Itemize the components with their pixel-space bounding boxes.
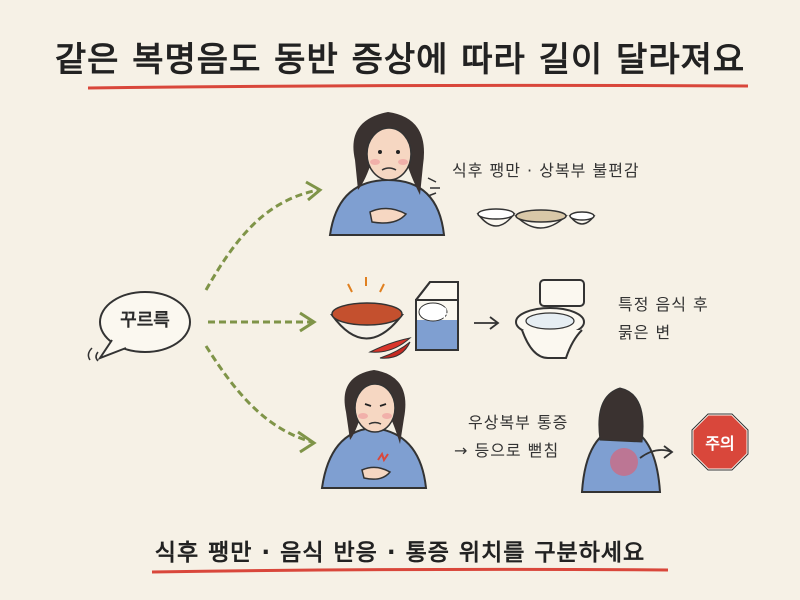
stop-sign-icon xyxy=(690,412,750,472)
toilet xyxy=(515,279,585,359)
path-3-label-line1: 우상복부 통증 xyxy=(468,413,569,432)
footer-underline xyxy=(151,567,669,574)
pain-spark xyxy=(377,451,389,463)
speech-bubble xyxy=(87,291,191,362)
woman-back-view xyxy=(580,387,674,493)
meal-bowls xyxy=(476,208,596,229)
arrow-down xyxy=(204,345,313,444)
path-2-label-line1: 특정 음식 후 xyxy=(618,295,709,314)
path-2-label-line2: 묽은 변 xyxy=(618,323,672,342)
branch-arrows xyxy=(204,188,319,444)
spicy-food-bowl xyxy=(330,277,412,359)
woman-bloated xyxy=(328,112,446,236)
arrow-up xyxy=(204,188,319,291)
woman-in-pain xyxy=(320,370,428,489)
arrow-to-toilet xyxy=(474,316,500,330)
speech-bubble-text: 꾸르륵 xyxy=(120,310,170,331)
path-3-label-line2: → 등으로 뻗침 xyxy=(454,441,560,460)
path-1-label: 식후 팽만 · 상복부 불편감 xyxy=(452,161,640,180)
page-title: 같은 복명음도 동반 증상에 따라 길이 달라져요 xyxy=(54,40,746,80)
stop-sign-text: 주의 xyxy=(705,434,735,453)
sound-marks xyxy=(87,347,99,362)
title-underline xyxy=(87,83,749,90)
footer-text: 식후 팽만 · 음식 반응 · 통증 위치를 구분하세요 xyxy=(154,540,646,566)
milk-carton xyxy=(415,281,459,351)
milk-carton-label: 우유 xyxy=(425,306,449,320)
pain-spot xyxy=(610,448,638,476)
discomfort-marks xyxy=(427,177,440,197)
